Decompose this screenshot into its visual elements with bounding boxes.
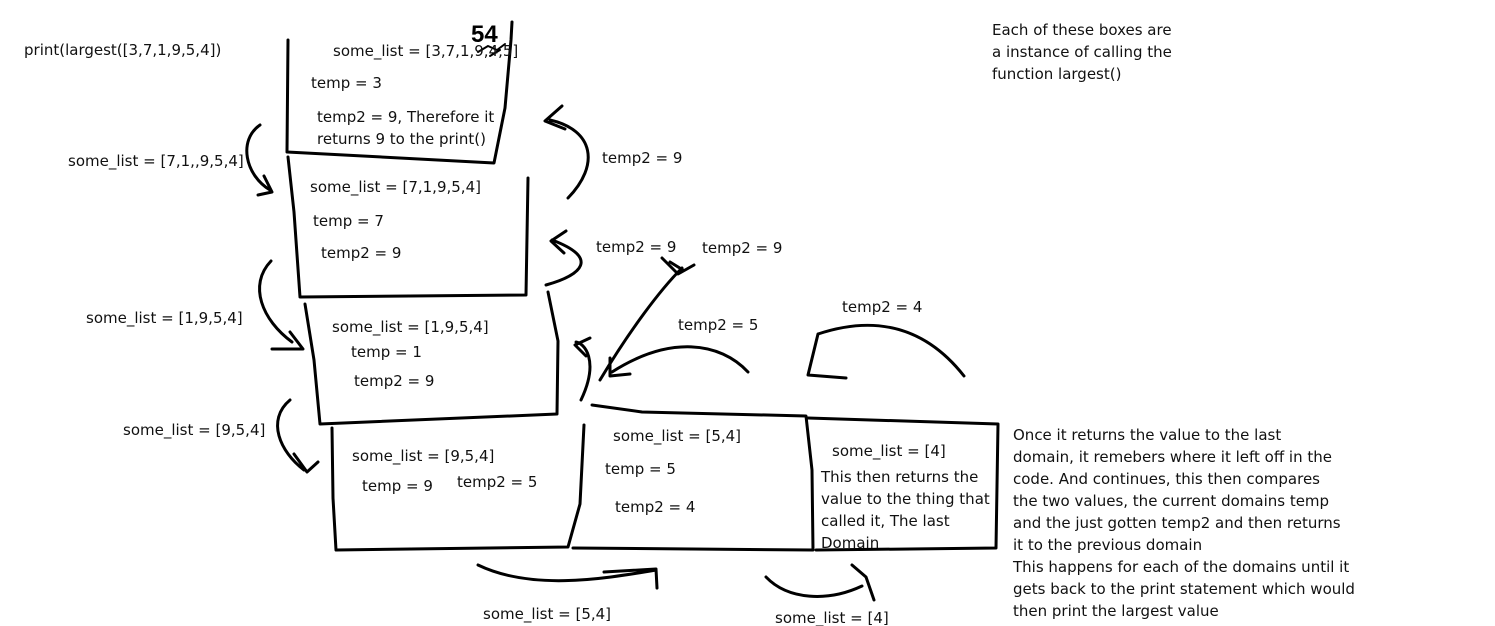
box-3-temp2: temp2 = 9 bbox=[354, 372, 435, 390]
return-label-1: temp2 = 9 bbox=[602, 149, 683, 167]
frame-box-6 bbox=[806, 416, 1000, 552]
return-arrow-5 bbox=[806, 323, 966, 380]
return-label-4: temp2 = 5 bbox=[678, 316, 759, 334]
box-2-temp: temp = 7 bbox=[313, 212, 384, 230]
return-arrow-1 bbox=[543, 104, 590, 200]
return-arrow-3 bbox=[573, 336, 592, 402]
call-arrow-1 bbox=[245, 123, 274, 197]
call-label-4: some_list = [5,4] bbox=[483, 605, 612, 623]
frame-box-5 bbox=[571, 403, 815, 552]
frame-box-4 bbox=[330, 423, 586, 552]
box-3-some-list: some_list = [1,9,5,4] bbox=[332, 318, 489, 336]
call-label-5: some_list = [4] bbox=[775, 609, 889, 626]
box-5-temp2: temp2 = 4 bbox=[615, 498, 696, 516]
box-1-temp2: temp2 = 9, Therefore it returns 9 to the… bbox=[317, 108, 495, 148]
box-2-temp2: temp2 = 9 bbox=[321, 244, 402, 262]
strike-scribble bbox=[477, 43, 506, 57]
print-call-expression: print(largest([3,7,1,9,5,4]) bbox=[24, 41, 222, 59]
scribble-54: 54 bbox=[471, 21, 498, 48]
box-3-temp: temp = 1 bbox=[351, 343, 422, 361]
return-arrow-2 bbox=[544, 229, 583, 287]
box-5-temp: temp = 5 bbox=[605, 460, 676, 478]
call-arrow-2 bbox=[258, 259, 305, 351]
explanation-bottom: Once it returns the value to the last do… bbox=[1013, 426, 1355, 620]
frame-box-1 bbox=[285, 20, 514, 165]
box-4-some-list: some_list = [9,5,4] bbox=[352, 447, 495, 465]
box-4-temp2: temp2 = 5 bbox=[457, 473, 538, 491]
box-2-some-list: some_list = [7,1,9,5,4] bbox=[310, 178, 481, 196]
return-label-3: temp2 = 9 bbox=[702, 239, 783, 257]
frame-box-3 bbox=[303, 290, 560, 426]
explanation-top: Each of these boxes are a instance of ca… bbox=[992, 21, 1172, 83]
box-6-some-list: some_list = [4] bbox=[832, 442, 946, 460]
call-arrow-4 bbox=[476, 563, 659, 590]
call-arrow-3 bbox=[276, 398, 320, 474]
box-5-some-list: some_list = [5,4] bbox=[613, 427, 742, 445]
box-1-temp: temp = 3 bbox=[311, 74, 382, 92]
call-arrow-5 bbox=[764, 563, 876, 602]
return-label-2: temp2 = 9 bbox=[596, 238, 677, 256]
call-label-3: some_list = [9,5,4] bbox=[123, 421, 266, 439]
return-arrow-6 bbox=[598, 256, 696, 382]
box-4-temp: temp = 9 bbox=[362, 477, 433, 495]
call-label-1: some_list = [7,1,,9,5,4] bbox=[68, 152, 244, 170]
box-6-note: This then returns the value to the thing… bbox=[821, 468, 990, 552]
return-label-5: temp2 = 4 bbox=[842, 298, 923, 316]
frame-box-2 bbox=[286, 155, 530, 299]
call-label-2: some_list = [1,9,5,4] bbox=[86, 309, 243, 327]
box-1-some-list: some_list = [3,7,1,9,4,5] bbox=[333, 42, 519, 60]
return-arrow-4 bbox=[608, 345, 750, 378]
